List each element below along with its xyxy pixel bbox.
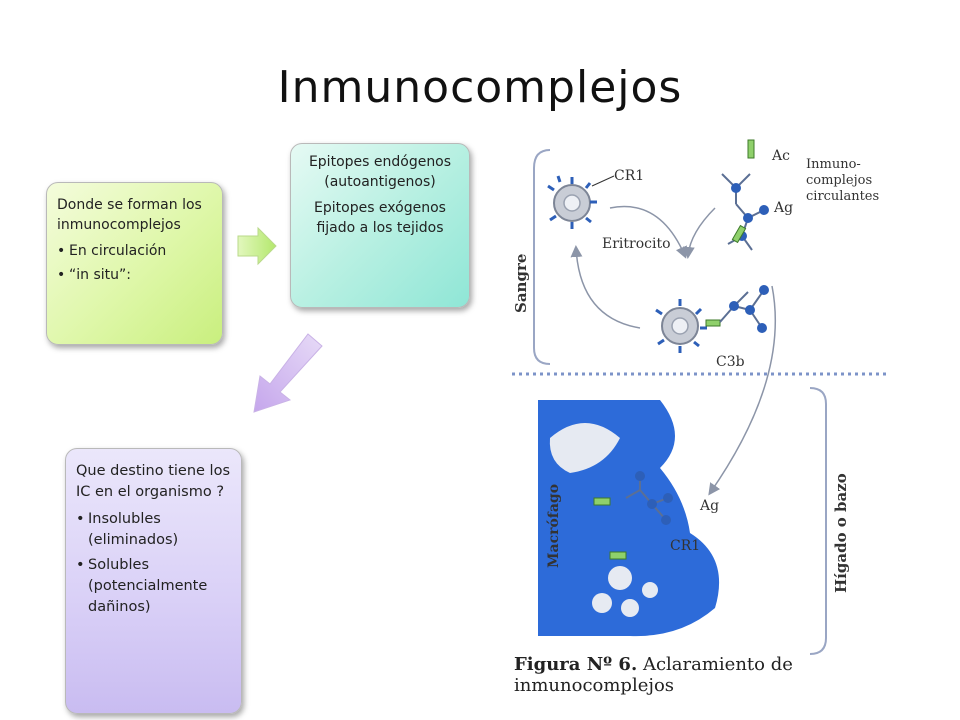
immunocomplex-label-2: complejos	[806, 173, 872, 188]
blood-label: Sangre	[512, 254, 530, 313]
formation-box: Donde se forman los inmunocomplejos En c…	[46, 182, 223, 345]
arrow-right-icon	[237, 226, 277, 266]
immunocomplex-label-1: Inmuno-	[806, 157, 861, 172]
formation-item: “in situ”:	[57, 265, 212, 285]
cr1-top-label: CR1	[614, 168, 644, 184]
arrow-down-left-icon	[253, 333, 323, 413]
cr1-bottom-label: CR1	[670, 538, 700, 554]
macrophage	[538, 400, 720, 637]
antigen-top-label: Ag	[773, 200, 793, 216]
immune-complex-top	[721, 139, 769, 251]
erythrocyte-bound	[655, 285, 769, 353]
destiny-item: Insolubles (eliminados)	[76, 509, 231, 551]
figure-caption-text: Aclaramiento de inmunocomplejos	[514, 654, 793, 696]
figure-caption-number: Figura Nº 6.	[514, 654, 638, 675]
macrophage-label: Macrófago	[546, 484, 562, 568]
clearance-figure: Sangre CR1 Eritrocito Ac Ag Inmuno- comp…	[510, 138, 890, 678]
destiny-list: Insolubles (eliminados) Solubles (potenc…	[76, 509, 231, 618]
formation-item: En circulación	[57, 241, 212, 261]
antibody-label: Ac	[771, 148, 790, 164]
liver-spleen-label: Hígado o bazo	[832, 473, 850, 593]
c3b-label: C3b	[716, 354, 745, 370]
formation-list: En circulación “in situ”:	[57, 241, 212, 285]
liver-bracket	[809, 387, 827, 655]
antigen-bottom-label: Ag	[699, 498, 719, 514]
erythrocyte-label: Eritrocito	[602, 236, 671, 252]
blood-bracket	[533, 149, 551, 365]
epitope-endogenous: Epitopes endógenos (autoantigenos)	[308, 154, 452, 190]
page-title: Inmunocomplejos	[277, 62, 683, 113]
destiny-item: Solubles (potencialmente dañinos)	[76, 555, 231, 618]
epitopes-box: Epitopes endógenos (autoantigenos) Epito…	[290, 143, 470, 308]
immunocomplex-label-3: circulantes	[806, 189, 879, 204]
erythrocyte-top	[547, 175, 597, 229]
formation-heading: Donde se forman los inmunocomplejos	[57, 197, 202, 233]
destiny-box: Que destino tiene los IC en el organismo…	[65, 448, 242, 714]
figure-caption: Figura Nº 6. Aclaramiento de inmunocompl…	[514, 654, 894, 696]
destiny-heading: Que destino tiene los IC en el organismo…	[76, 463, 231, 500]
epitope-exogenous: Epitopes exógenos fijado a los tejidos	[314, 200, 446, 236]
